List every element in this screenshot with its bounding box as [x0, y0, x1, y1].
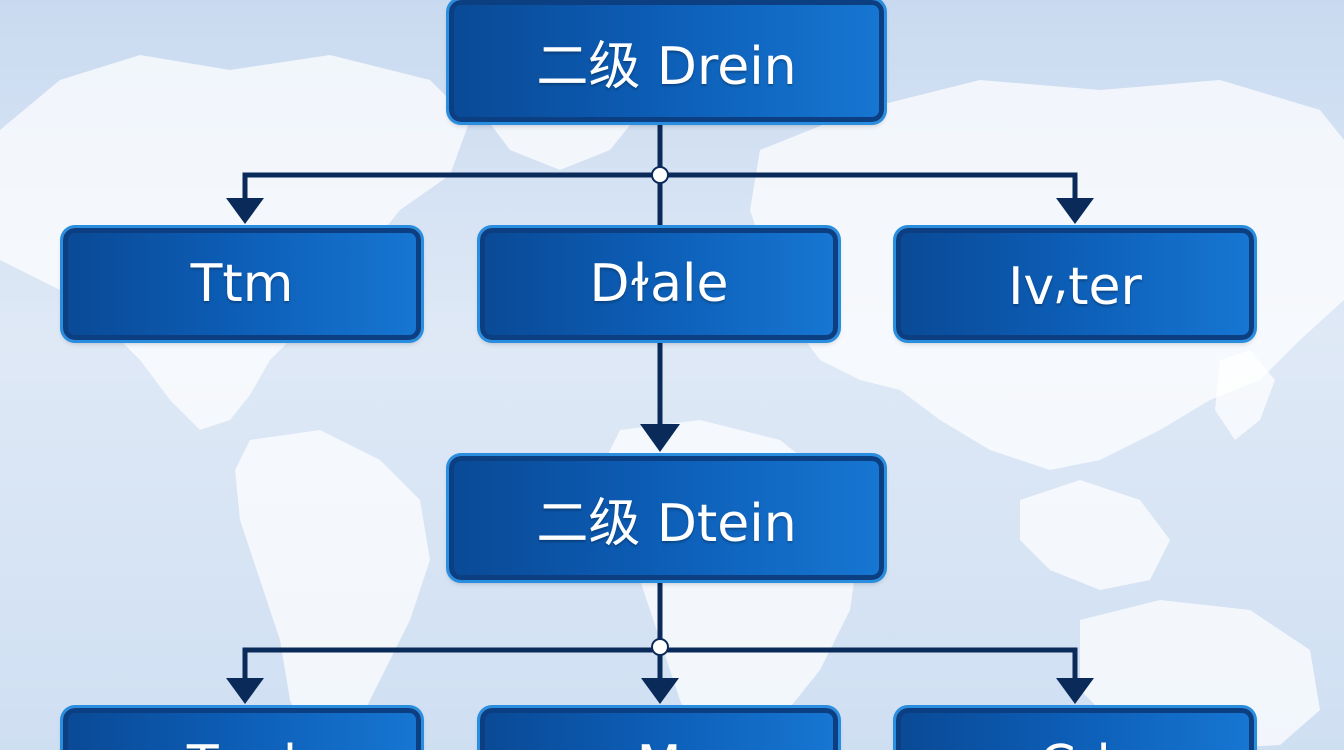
arrowhead-center-down	[640, 424, 680, 452]
map-landmass-south-america	[235, 430, 430, 750]
junction-dot-bottom	[651, 638, 669, 656]
node-bottom-right: C l	[896, 708, 1254, 750]
node-middle: 二级 Dtein	[449, 456, 884, 580]
arrowhead-left	[226, 198, 264, 224]
node-left: Ttm	[63, 228, 421, 340]
arrowhead-right	[1056, 198, 1094, 224]
map-landmass-japan	[1215, 350, 1275, 440]
map-landmass-southeast-asia	[1020, 480, 1170, 590]
arrowhead-bottom-left	[226, 678, 264, 704]
node-bottom-center: M	[480, 708, 838, 750]
arrowhead-bottom-right	[1056, 678, 1094, 704]
node-top: 二级 Drein	[449, 0, 884, 122]
arrowhead-bottom-center	[641, 678, 679, 704]
junction-dot-top	[651, 166, 669, 184]
node-center: Dɫale	[480, 228, 838, 340]
node-right: Iv⸴ter	[896, 228, 1254, 340]
node-bottom-left: Tn l	[63, 708, 421, 750]
